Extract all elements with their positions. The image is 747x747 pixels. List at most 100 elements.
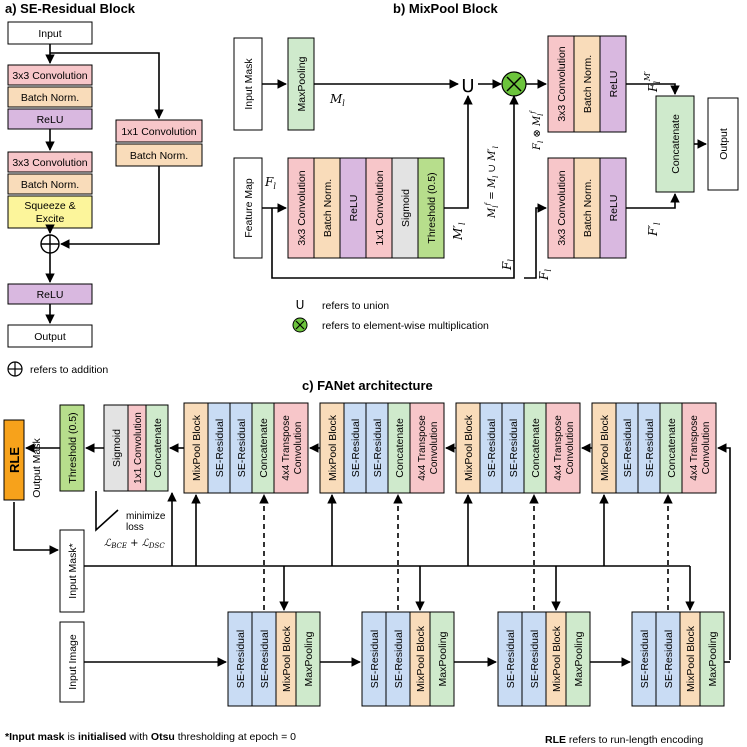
b-bn-label: Batch Norm. [322, 179, 334, 237]
a-conv2-label: 3x3 Convolution [12, 157, 87, 169]
b-output-box [707, 97, 739, 191]
legend-union-icon: U [296, 298, 305, 312]
b-sigmoid-label: Sigmoid [400, 189, 412, 227]
b-top-bn-box [573, 35, 601, 133]
b-conv1-label: 1x1 Convolution [374, 170, 386, 245]
c-d1-transpose-label-1: 4x4 Transpose [281, 415, 292, 481]
c-e4-se2-label: SE-Residual [663, 630, 675, 688]
a-relu1-label: ReLU [37, 114, 64, 126]
b-flm-label: FlM′ [643, 71, 662, 93]
a-skip-bn-label: Batch Norm. [130, 150, 188, 162]
a-bn1-label: Batch Norm. [21, 92, 79, 104]
b-ml-label: Ml [329, 92, 345, 108]
b-mlf-label: Mlf = Ml ∪ M′l [484, 146, 500, 219]
encoder-block-3: SE-Residual SE-Residual MixPool Block Ma… [497, 611, 591, 707]
c-e3-se2-label: SE-Residual [529, 630, 541, 688]
b-maxpool-label: MaxPooling [296, 56, 308, 111]
b-top-bn-label: Batch Norm. [582, 55, 594, 113]
a-input-label: Input [38, 28, 61, 40]
b-sigmoid-box [391, 157, 419, 259]
c-e4-se1-label: SE-Residual [639, 630, 651, 688]
a-bn2-label: Batch Norm. [21, 179, 79, 191]
b-bot-conv-box [547, 157, 575, 259]
b-fl-label: Fl [264, 175, 276, 191]
c-d3-se1-label: SE-Residual [486, 419, 498, 477]
a-se-box [7, 195, 93, 229]
c-d2-se2-label: SE-Residual [372, 419, 384, 477]
b-top-relu-box [599, 35, 627, 133]
b-relu-label: ReLU [348, 195, 360, 222]
c-d1-mixpool [183, 402, 209, 494]
c-loss-label: ℒBCE + ℒDSC [104, 538, 165, 550]
b-top-relu-label: ReLU [608, 71, 620, 98]
decoder-block-3: MixPool Block SE-Residual SE-Residual Co… [455, 402, 581, 494]
c-d4-mixpool-label: MixPool Block [599, 414, 611, 481]
c-e4-maxpool-label: MaxPooling [707, 631, 719, 686]
a-se-label-1: Squeeze & [24, 200, 75, 212]
c-e2-se2-label: SE-Residual [393, 630, 405, 688]
panel-a-title: a) SE-Residual Block [5, 1, 136, 16]
b-bot-relu-label: ReLU [608, 195, 620, 222]
fn-star: * [5, 731, 10, 743]
b-conv3-box [287, 157, 315, 259]
a-skip-conv-box [115, 119, 203, 143]
b-top-conv-box [547, 35, 575, 133]
c-d3-transpose-label-2: Convolution [565, 422, 576, 475]
c-input-mask-box [59, 529, 85, 613]
c-d4-se2-label: SE-Residual [644, 419, 656, 477]
encoder-block-2: SE-Residual SE-Residual MixPool Block Ma… [361, 611, 455, 707]
c-threshold-label: Threshold (0.5) [67, 412, 79, 483]
c-input-image-label: Input Image [67, 634, 79, 690]
c-concat0-label: Concatenate [152, 418, 164, 478]
c-d2-transpose-label-1: 4x4 Transpose [417, 415, 428, 481]
fn-rle-text: refers to run-length encoding [566, 734, 703, 746]
c-d3-transpose [545, 402, 581, 494]
c-e3-mixpool-label: MixPool Block [551, 625, 563, 692]
c-e3-se1-label: SE-Residual [505, 630, 517, 688]
a-output-label: Output [34, 331, 66, 343]
c-e2-maxpool [429, 611, 455, 707]
decoder-block-1: MixPool Block SE-Residual SE-Residual Co… [183, 402, 309, 494]
b-feature-map-label: Feature Map [243, 178, 255, 238]
c-d2-transpose-label-2: Convolution [429, 422, 440, 475]
c-d1-se2-label: SE-Residual [236, 419, 248, 477]
panel-b-title: b) MixPool Block [393, 1, 499, 16]
c-d4-mixpool [591, 402, 617, 494]
fn-b2: initialised [78, 731, 126, 743]
b-conv1-box [365, 157, 393, 259]
c-d4-se1-label: SE-Residual [622, 419, 634, 477]
fn-t3: thresholding at epoch = 0 [175, 731, 296, 743]
fn-rle: RLE [545, 734, 566, 746]
c-input-mask-label: Input Mask* [67, 543, 79, 598]
fn-b1: Input mask [9, 731, 65, 743]
c-d1-mixpool-label: MixPool Block [191, 414, 203, 481]
decoder-block-4: MixPool Block SE-Residual SE-Residual Co… [591, 402, 717, 494]
b-fl-label-2: Fl [500, 259, 516, 271]
c-d3-concat-label: Concatenate [530, 418, 542, 478]
c-e4-mixpool-label: MixPool Block [685, 625, 697, 692]
c-output-mask-label: Output Mask [31, 437, 43, 497]
encoder-block-4: SE-Residual SE-Residual MixPool Block Ma… [631, 611, 725, 707]
a-conv1-label: 3x3 Convolution [12, 70, 87, 82]
c-e1-maxpool-label: MaxPooling [303, 631, 315, 686]
a-bn2-box [7, 173, 93, 195]
a-se-label-2: Excite [36, 213, 65, 225]
b-f-times-m-label: Fl ⊗ Mlf [529, 110, 545, 151]
c-e3-se1 [497, 611, 523, 707]
b-bot-conv-label: 3x3 Convolution [556, 170, 568, 245]
a-conv1-box [7, 64, 93, 86]
c-e2-se1-label: SE-Residual [369, 630, 381, 688]
b-fl-prime-label: F′l [646, 222, 662, 237]
c-d4-transpose [681, 402, 717, 494]
c-d1-transpose [273, 402, 309, 494]
c-e4-se2 [655, 611, 681, 707]
c-e3-maxpool-label: MaxPooling [573, 631, 585, 686]
c-d4-transpose-label-2: Convolution [701, 422, 712, 475]
b-fl-label-3: Fl [537, 269, 553, 281]
c-minimize-label-1: minimize [126, 511, 166, 522]
footnote-left: *Input mask is initialised with Otsu thr… [5, 731, 296, 743]
fn-b3: Otsu [151, 731, 175, 743]
c-d1-se1-label: SE-Residual [214, 419, 226, 477]
b-threshold-label: Threshold (0.5) [426, 172, 438, 243]
